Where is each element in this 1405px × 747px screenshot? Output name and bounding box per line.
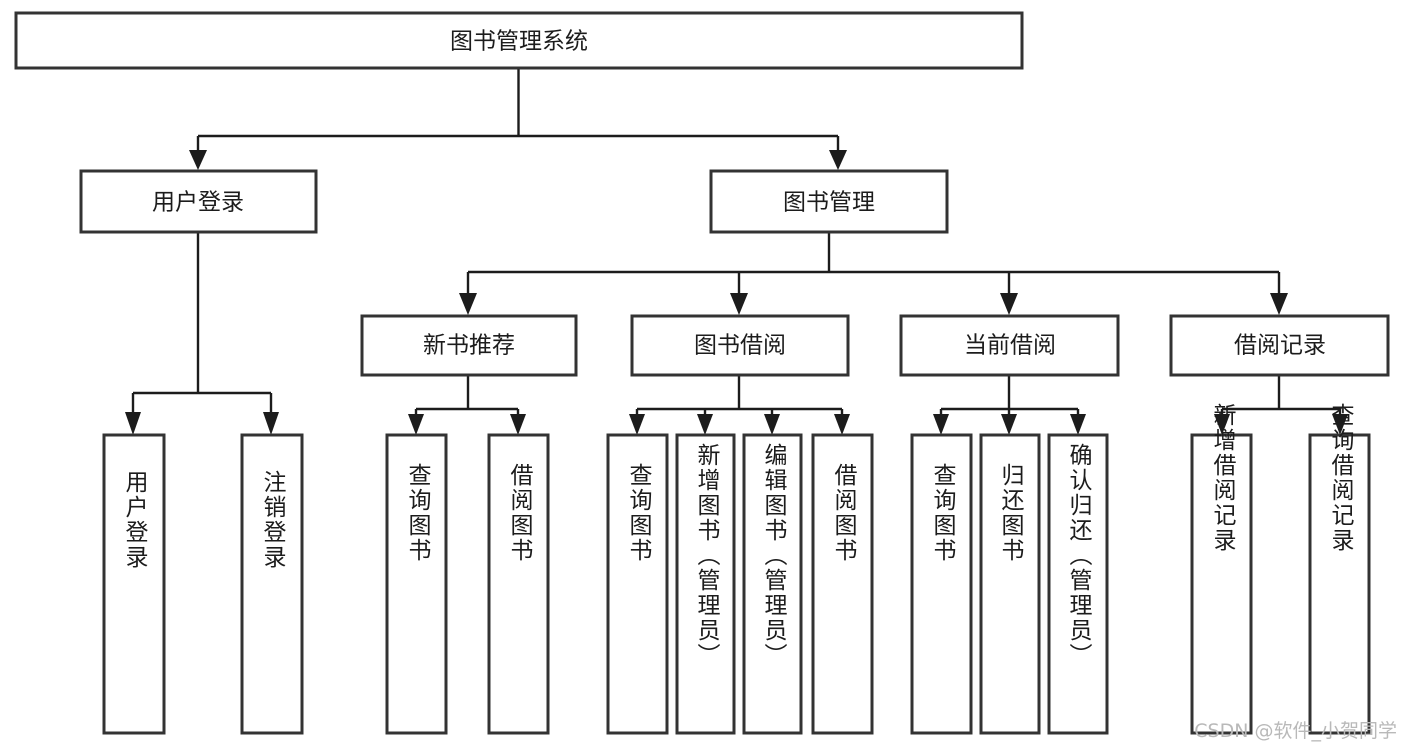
node-book-manage-label: 图书管理 [783,190,875,216]
node-book-manage[interactable]: 图书管理 [709,169,949,234]
arrow-head-leaf-query-record [1332,414,1348,435]
arrow-head-borrow-record [1270,293,1288,315]
arrow-head-leaf-logout [263,412,279,435]
arrow-head-leaf-edit-book [764,414,780,435]
arrow-head-new-book-rec [459,293,477,315]
node-leaf-add-record[interactable]: 新增借阅记录 [1190,403,1253,735]
node-leaf-user-login[interactable]: 用户登录 [102,433,166,735]
node-current-borrow-label: 当前借阅 [964,333,1056,359]
node-borrow-record-label: 借阅记录 [1234,333,1326,359]
node-leaf-add-book-label: 新增图书（管理员） [693,443,721,668]
arrow-head-leaf-query-book-3 [933,414,949,435]
node-leaf-query-book-1-label: 查询图书 [404,463,432,563]
arrow-head-leaf-borrow-book-1 [510,414,526,435]
arrow-head-current-borrow [1000,293,1018,315]
node-leaf-edit-book[interactable]: 编辑图书（管理员） [742,433,803,735]
node-leaf-borrow-book-2-label: 借阅图书 [830,463,858,563]
node-leaf-query-book-2-label: 查询图书 [625,463,653,563]
node-leaf-confirm-return[interactable]: 确认归还（管理员） [1047,433,1109,735]
node-new-book-rec[interactable]: 新书推荐 [360,314,578,377]
arrow-head-leaf-return-book [1001,414,1017,435]
node-leaf-logout[interactable]: 注销登录 [240,433,304,735]
node-borrow-record[interactable]: 借阅记录 [1169,314,1390,377]
node-leaf-edit-book-label: 编辑图书（管理员） [760,443,788,668]
node-leaf-query-record-label: 查询借阅记录 [1327,403,1355,553]
node-user-login-label: 用户登录 [152,190,244,216]
node-leaf-query-book-2[interactable]: 查询图书 [606,433,669,735]
node-leaf-user-login-label: 用户登录 [121,470,149,570]
node-book-borrow[interactable]: 图书借阅 [630,314,850,377]
arrow-head-book-manage [829,150,847,170]
node-leaf-add-book[interactable]: 新增图书（管理员） [675,433,736,735]
node-root-label: 图书管理系统 [450,29,588,55]
node-leaf-return-book[interactable]: 归还图书 [979,433,1041,735]
arrow-head-leaf-user-login [125,412,141,435]
node-leaf-logout-label: 注销登录 [259,470,287,570]
node-leaf-borrow-book-2[interactable]: 借阅图书 [811,433,874,735]
node-user-login[interactable]: 用户登录 [79,169,318,234]
arrow-head-leaf-query-book-1 [408,414,424,435]
arrow-head-leaf-add-book [697,414,713,435]
node-leaf-add-record-label: 新增借阅记录 [1209,403,1237,553]
node-leaf-query-book-3-label: 查询图书 [929,463,957,563]
arrow-head-leaf-borrow-book-2 [834,414,850,435]
node-current-borrow[interactable]: 当前借阅 [899,314,1120,377]
node-leaf-query-book-1[interactable]: 查询图书 [385,433,448,735]
node-leaf-return-book-label: 归还图书 [997,463,1025,563]
node-new-book-rec-label: 新书推荐 [423,333,515,359]
node-leaf-query-record[interactable]: 查询借阅记录 [1308,403,1371,735]
arrow-head-leaf-query-book-2 [629,414,645,435]
arrow-head-book-borrow [730,293,748,315]
node-leaf-borrow-book-1[interactable]: 借阅图书 [487,433,550,735]
node-root[interactable]: 图书管理系统 [14,11,1024,70]
node-leaf-query-book-3[interactable]: 查询图书 [910,433,973,735]
node-leaf-confirm-return-label: 确认归还（管理员） [1065,443,1093,668]
arrow-head-user-login [189,150,207,170]
connector-layer [125,68,1348,435]
node-leaf-borrow-book-1-label: 借阅图书 [506,463,534,563]
arrow-head-leaf-confirm-return [1070,414,1086,435]
arrow-head-leaf-add-record [1214,414,1230,435]
node-book-borrow-label: 图书借阅 [694,333,786,359]
